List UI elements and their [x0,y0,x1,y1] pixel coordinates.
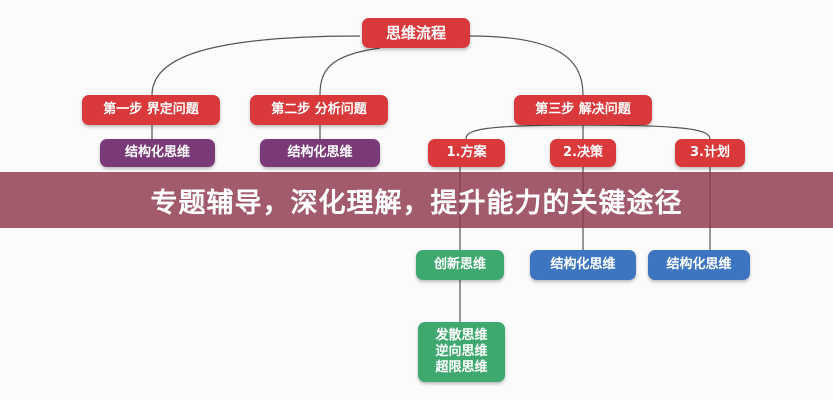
structured-thinking-node: 结构化思维 [648,250,750,280]
step2-child-node: 结构化思维 [260,139,380,167]
reverse-thinking-label: 逆向思维 [435,344,488,359]
root-node: 思维流程 [362,18,470,48]
step1-child-node: 结构化思维 [100,139,215,167]
step3-node: 第三步 解决问题 [514,95,652,125]
thinking-types-node: 发散思维 逆向思维 超限思维 [418,322,505,382]
decision-node: 2.决策 [550,139,616,167]
beyond-limit-thinking-label: 超限思维 [435,360,488,375]
innovative-thinking-node: 创新思维 [416,250,504,280]
step2-node: 第二步 分析问题 [250,95,388,125]
schedule-node: 3.计划 [675,139,745,167]
divergent-thinking-label: 发散思维 [435,328,488,343]
title-banner: 专题辅导，深化理解，提升能力的关键途径 [0,172,833,228]
structured-thinking-node: 结构化思维 [530,250,636,280]
step1-node: 第一步 界定问题 [82,95,220,125]
banner-title: 专题辅导，深化理解，提升能力的关键途径 [150,187,683,219]
plan-node: 1.方案 [428,139,505,167]
